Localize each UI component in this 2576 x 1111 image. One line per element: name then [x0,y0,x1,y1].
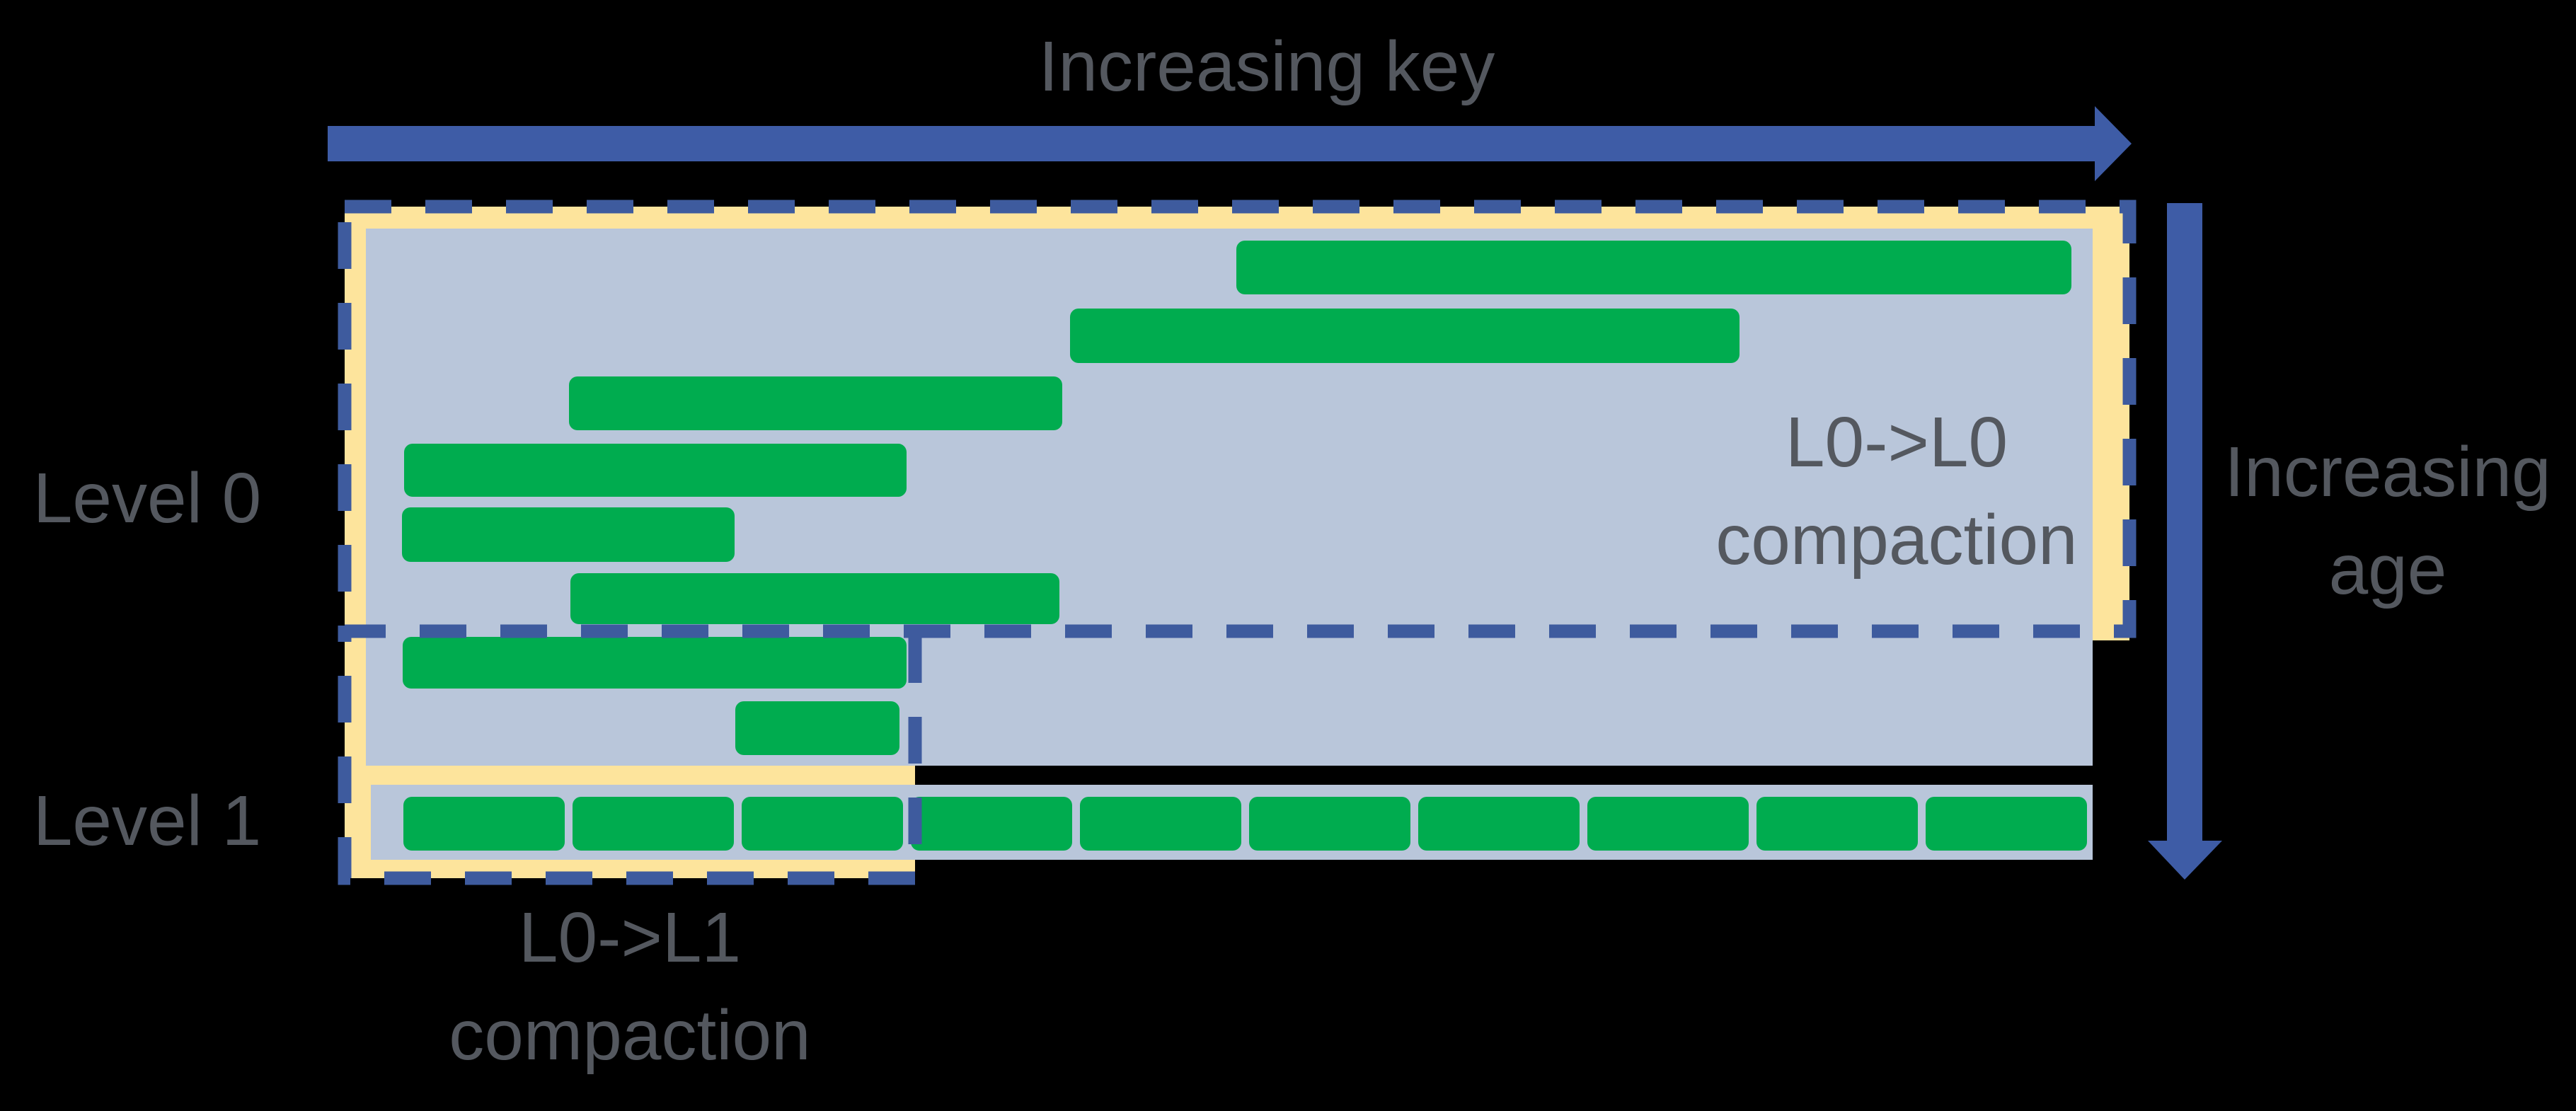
level1-sstable-bar [1418,797,1580,851]
level1-sstable-bar [573,797,734,851]
level0-sstable-bar [735,701,899,755]
level0-label: Level 0 [33,459,262,538]
level0-sstable-bar [403,637,907,689]
level1-sstable-bar [1756,797,1918,851]
l0-l1-compaction-label-line1: L0->L1 [518,898,742,977]
level1-sstable-bar [911,797,1072,851]
key-axis-arrow [328,106,2132,181]
l0-l0-compaction-label: L0->L0 compaction [1691,393,2102,589]
age-axis-arrow [2148,203,2222,880]
level0-sstable-bar [1236,241,2071,294]
age-axis-label: Increasing age [2200,423,2576,618]
level0-sstable-bar [569,376,1062,430]
level0-sstable-bar [1070,309,1740,363]
l0-l0-compaction-label-line1: L0->L0 [1785,403,2008,482]
age-axis-label-line2: age [2328,530,2447,609]
level1-sstable-bar [1249,797,1410,851]
l0-l0-compaction-dashed-border [338,200,2137,638]
level1-sstable-bar [403,797,565,851]
l0-l0-compaction-label-line2: compaction [1715,500,2078,580]
level0-sstable-bar [404,444,907,497]
level0-sstable-bar [402,507,735,562]
key-axis-label: Increasing key [1038,27,1495,106]
level1-sstable-bar [742,797,903,851]
age-axis-label-line1: Increasing [2224,432,2551,512]
level1-sstable-bar [1587,797,1749,851]
level0-sstable-bar [570,573,1059,624]
level1-sstable-bar [1926,797,2087,851]
level1-label: Level 1 [33,781,262,860]
l0-l1-compaction-label: L0->L1 compaction [418,889,842,1084]
l0-l1-compaction-dashed-border [338,636,922,885]
level1-sstable-bar [1080,797,1241,851]
l0-l1-compaction-label-line2: compaction [449,996,811,1075]
